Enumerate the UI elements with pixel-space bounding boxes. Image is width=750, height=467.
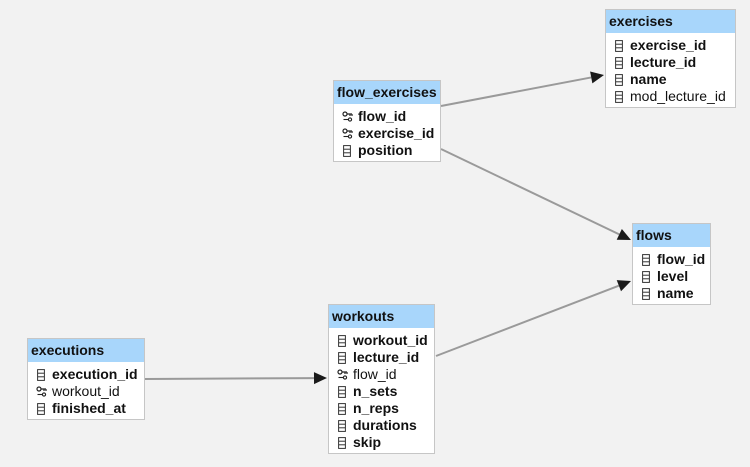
column-name: durations	[353, 417, 417, 433]
column-name: position	[358, 142, 413, 158]
arrowhead-icon	[313, 372, 327, 385]
relation-line	[144, 377, 315, 380]
column-icon	[336, 334, 348, 348]
relation-flow-exercises-to-flows	[440, 148, 631, 240]
table-title: flows	[633, 224, 710, 247]
arrowhead-icon	[616, 280, 631, 292]
column-icon	[341, 144, 353, 158]
column-icon	[35, 368, 47, 382]
table-title: workouts	[329, 305, 434, 328]
column-name: flow_id	[358, 108, 407, 124]
column-row[interactable]: finished_at	[28, 400, 144, 417]
table-title: flow_exercises	[334, 81, 440, 104]
column-icon	[613, 73, 625, 87]
column-name: name	[630, 71, 667, 87]
foreign-key-icon	[341, 127, 353, 141]
column-row[interactable]: workout_id	[28, 383, 144, 400]
relation-line	[440, 148, 620, 236]
column-icon	[336, 402, 348, 416]
column-row[interactable]: mod_lecture_id	[606, 88, 735, 105]
table-title: executions	[28, 339, 144, 362]
column-row[interactable]: skip	[329, 434, 434, 451]
column-name: flow_id	[657, 251, 706, 267]
foreign-key-icon	[35, 385, 47, 399]
column-row[interactable]: lecture_id	[329, 349, 434, 366]
foreign-key-icon	[341, 110, 353, 124]
arrowhead-icon	[590, 71, 604, 84]
column-icon	[613, 56, 625, 70]
column-name: exercise_id	[630, 37, 707, 53]
column-name: finished_at	[52, 400, 126, 416]
column-icon	[640, 253, 652, 267]
column-row[interactable]: execution_id	[28, 366, 144, 383]
column-icon	[336, 385, 348, 399]
column-row[interactable]: name	[606, 71, 735, 88]
column-row[interactable]: level	[633, 268, 710, 285]
column-name: skip	[353, 434, 382, 450]
column-row[interactable]: flow_id	[329, 366, 434, 383]
column-row[interactable]: n_sets	[329, 383, 434, 400]
column-row[interactable]: n_reps	[329, 400, 434, 417]
column-name: lecture_id	[630, 54, 697, 70]
column-row[interactable]: flow_id	[334, 108, 440, 125]
relation-executions-to-workouts	[144, 372, 327, 385]
relation-workouts-to-flows	[435, 280, 631, 357]
column-row[interactable]: lecture_id	[606, 54, 735, 71]
relation-line	[440, 76, 592, 107]
column-name: exercise_id	[358, 125, 435, 141]
column-row[interactable]: exercise_id	[334, 125, 440, 142]
column-name: execution_id	[52, 366, 138, 382]
column-icon	[613, 90, 625, 104]
column-name: name	[657, 285, 694, 301]
column-row[interactable]: exercise_id	[606, 37, 735, 54]
column-icon	[336, 351, 348, 365]
column-name: workout_id	[353, 332, 428, 348]
column-row[interactable]: workout_id	[329, 332, 434, 349]
column-icon	[336, 419, 348, 433]
column-row[interactable]: flow_id	[633, 251, 710, 268]
column-name: level	[657, 268, 689, 284]
column-name: workout_id	[52, 383, 120, 399]
column-row[interactable]: position	[334, 142, 440, 159]
table-title: exercises	[606, 10, 735, 33]
column-name: mod_lecture_id	[630, 88, 726, 104]
column-name: n_reps	[353, 400, 399, 416]
column-icon	[336, 436, 348, 450]
column-row[interactable]: durations	[329, 417, 434, 434]
column-name: flow_id	[353, 366, 397, 382]
arrowhead-icon	[616, 228, 631, 240]
column-row[interactable]: name	[633, 285, 710, 302]
column-name: lecture_id	[353, 349, 420, 365]
column-icon	[613, 39, 625, 53]
column-icon	[35, 402, 47, 416]
relation-line	[435, 284, 620, 357]
foreign-key-icon	[336, 368, 348, 382]
column-icon	[640, 270, 652, 284]
relation-flow-exercises-to-exercises	[440, 71, 604, 107]
column-name: n_sets	[353, 383, 398, 399]
column-icon	[640, 287, 652, 301]
